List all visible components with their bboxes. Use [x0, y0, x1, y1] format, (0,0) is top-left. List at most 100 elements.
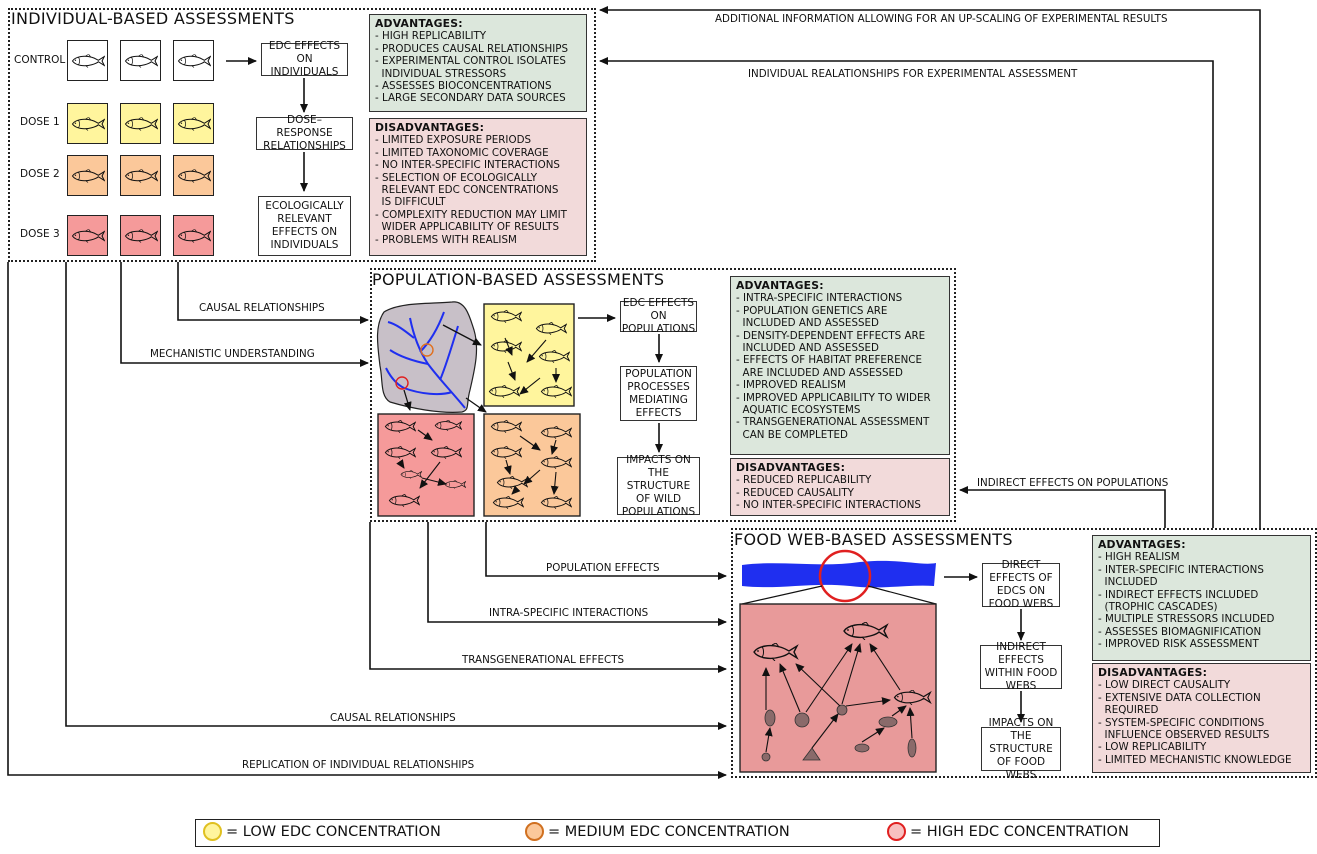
exposure-tank: [67, 215, 108, 256]
disadvantages-heading: DISADVANTAGES:: [375, 121, 485, 134]
advantage-item: - DENSITY-DEPENDENT EFFECTS ARE INCLUDED…: [736, 329, 926, 355]
advantage-item: - INDIRECT EFFECTS INCLUDED (TROPHIC CAS…: [1098, 588, 1259, 614]
row-label-dose2: DOSE 2: [20, 168, 60, 180]
disadvantage-item: - SYSTEM-SPECIFIC CONDITIONS INFLUENCE O…: [1098, 716, 1270, 742]
individual-section: [8, 8, 596, 262]
individual-disadvantages-box: DISADVANTAGES: - LIMITED EXPOSURE PERIOD…: [369, 118, 587, 256]
advantage-item: - HIGH REALISM: [1098, 551, 1180, 564]
population-title: POPULATION-BASED ASSESSMENTS: [372, 270, 665, 289]
advantage-item: - EXPERIMENTAL CONTROL ISOLATES INDIVIDU…: [375, 55, 566, 80]
advantage-item: - EFFECTS OF HABITAT PREFERENCE ARE INCL…: [736, 354, 922, 379]
exposure-tank: [173, 215, 214, 256]
exposure-tank: [120, 103, 161, 144]
advantage-item: - IMPROVED RISK ASSESSMENT: [1098, 638, 1259, 651]
link-label-individual-relationships: INDIVIDUAL REALATIONSHIPS FOR EXPERIMENT…: [748, 68, 1078, 80]
disadvantage-item: - COMPLEXITY REDUCTION MAY LIMIT WIDER A…: [375, 208, 567, 234]
disadvantage-item: - SELECTION OF ECOLOGICALLY RELEVANT EDC…: [375, 171, 559, 209]
foodweb-disadvantages-box: DISADVANTAGES: - LOW DIRECT CAUSALITY- E…: [1092, 663, 1311, 773]
disadvantage-item: - PROBLEMS WITH REALISM: [375, 233, 517, 246]
disadvantage-item: - REDUCED CAUSALITY: [736, 486, 854, 499]
advantage-item: - HIGH REPLICABILITY: [375, 30, 487, 43]
disadvantage-item: - NO INTER-SPECIFIC INTERACTIONS: [375, 159, 560, 172]
tank-medium-population: [483, 413, 581, 517]
individual-title: INDIVIDUAL-BASED ASSESSMENTS: [11, 9, 295, 28]
legend-low-label: = LOW EDC CONCENTRATION: [226, 823, 441, 840]
food-web-tank: [739, 603, 937, 773]
catchment-map: [376, 301, 487, 413]
flow-impacts-wild-populations: IMPACTS ON THE STRUCTURE OF WILD POPULAT…: [617, 454, 700, 518]
disadvantage-item: - LIMITED TAXONOMIC COVERAGE: [375, 146, 549, 159]
flow-edc-effects-individuals: EDC EFFECTS ON INDIVIDUALS: [261, 40, 348, 78]
flow-direct-effects-food-webs: DIRECT EFFECTS OF EDCS ON FOOD WEBS: [982, 559, 1060, 610]
link-label-indirect-pop: INDIRECT EFFECTS ON POPULATIONS: [977, 477, 1169, 489]
flow-dose-response: DOSE–RESPONSE RELATIONSHIPS: [256, 114, 353, 152]
flow-population-processes: POPULATION PROCESSES MEDIATING EFFECTS: [620, 366, 697, 421]
river-strip: [741, 549, 937, 605]
flow-ecologically-relevant: ECOLOGICALLY RELEVANT EFFECTS ON INDIVID…: [258, 196, 351, 256]
exposure-tank: [120, 155, 161, 196]
advantages-heading: ADVANTAGES:: [1098, 538, 1186, 551]
exposure-tank: [67, 40, 108, 81]
advantages-list: - INTRA-SPECIFIC INTERACTIONS- POPULATIO…: [736, 292, 944, 441]
advantages-list: - HIGH REALISM- INTER-SPECIFIC INTERACTI…: [1098, 551, 1305, 650]
link-label-replication: REPLICATION OF INDIVIDUAL RELATIONSHIPS: [242, 759, 475, 771]
advantage-item: - ASSESSES BIOMAGNIFICATION: [1098, 625, 1262, 638]
population-advantages-box: ADVANTAGES: - INTRA-SPECIFIC INTERACTION…: [730, 276, 950, 455]
link-label-causal-relationships-fw: CAUSAL RELATIONSHIPS: [330, 712, 456, 724]
exposure-tank: [173, 155, 214, 196]
tank-high-population: [377, 413, 475, 517]
disadvantage-item: - EXTENSIVE DATA COLLECTION REQUIRED: [1098, 691, 1261, 717]
disadvantages-heading: DISADVANTAGES:: [736, 461, 846, 474]
legend-high-label: = HIGH EDC CONCENTRATION: [910, 823, 1129, 840]
legend-low: = LOW EDC CONCENTRATION: [203, 822, 441, 841]
link-label-upscaling: ADDITIONAL INFORMATION ALLOWING FOR AN U…: [715, 13, 1168, 25]
legend-medium-label: = MEDIUM EDC CONCENTRATION: [548, 823, 790, 840]
advantage-item: - LARGE SECONDARY DATA SOURCES: [375, 92, 566, 105]
foodweb-section: [731, 528, 1317, 778]
link-label-transgenerational: TRANSGENERATIONAL EFFECTS: [462, 654, 625, 666]
exposure-tank: [173, 40, 214, 81]
row-label-control: CONTROL: [14, 54, 66, 66]
disadvantages-list: - LOW DIRECT CAUSALITY- EXTENSIVE DATA C…: [1098, 679, 1305, 766]
low-concentration-circle-icon: [203, 822, 222, 841]
advantage-item: - POPULATION GENETICS ARE INCLUDED AND A…: [736, 304, 888, 330]
link-label-intra-specific: INTRA-SPECIFIC INTERACTIONS: [489, 607, 649, 619]
advantage-item: - INTER-SPECIFIC INTERACTIONS INCLUDED: [1098, 563, 1264, 589]
foodweb-title: FOOD WEB-BASED ASSESSMENTS: [734, 530, 1013, 549]
advantage-item: - TRANSGENERATIONAL ASSESSMENT CAN BE CO…: [736, 416, 930, 441]
foodweb-advantages-box: ADVANTAGES: - HIGH REALISM- INTER-SPECIF…: [1092, 535, 1311, 661]
advantages-list: - HIGH REPLICABILITY- PRODUCES CAUSAL RE…: [375, 30, 581, 104]
advantages-heading: ADVANTAGES:: [736, 279, 824, 292]
advantage-item: - INTRA-SPECIFIC INTERACTIONS: [736, 292, 903, 305]
disadvantage-item: - LOW DIRECT CAUSALITY: [1098, 679, 1231, 692]
disadvantages-list: - REDUCED REPLICABILITY- REDUCED CAUSALI…: [736, 474, 944, 511]
link-label-causal-relationships-pop: CAUSAL RELATIONSHIPS: [199, 302, 325, 314]
legend: [195, 819, 1160, 847]
link-label-mechanistic: MECHANISTIC UNDERSTANDING: [150, 348, 315, 360]
flow-indirect-effects-food-webs: INDIRECT EFFECTS WITHIN FOOD WEBS: [980, 641, 1062, 692]
legend-high: = HIGH EDC CONCENTRATION: [887, 822, 1129, 841]
disadvantage-item: - LIMITED MECHANISTIC KNOWLEDGE: [1098, 753, 1292, 766]
medium-concentration-circle-icon: [525, 822, 544, 841]
exposure-tank: [67, 103, 108, 144]
legend-medium: = MEDIUM EDC CONCENTRATION: [525, 822, 790, 841]
advantage-item: - PRODUCES CAUSAL RELATIONSHIPS: [375, 42, 569, 55]
individual-advantages-box: ADVANTAGES: - HIGH REPLICABILITY- PRODUC…: [369, 14, 587, 112]
advantage-item: - ASSESSES BIOCONCENTRATIONS: [375, 80, 552, 93]
advantages-heading: ADVANTAGES:: [375, 17, 463, 30]
disadvantage-item: - LIMITED EXPOSURE PERIODS: [375, 134, 532, 147]
disadvantage-item: - REDUCED REPLICABILITY: [736, 474, 872, 487]
exposure-tank: [173, 103, 214, 144]
row-label-dose1: DOSE 1: [20, 116, 60, 128]
advantage-item: - IMPROVED REALISM: [736, 379, 846, 392]
population-section: [370, 268, 956, 522]
link-label-population-effects: POPULATION EFFECTS: [546, 562, 660, 574]
exposure-tank: [120, 40, 161, 81]
advantage-item: - MULTIPLE STRESSORS INCLUDED: [1098, 613, 1275, 626]
disadvantage-item: - LOW REPLICABILITY: [1098, 741, 1207, 754]
high-concentration-circle-icon: [887, 822, 906, 841]
exposure-tank: [67, 155, 108, 196]
disadvantages-heading: DISADVANTAGES:: [1098, 666, 1208, 679]
advantage-item: - IMPROVED APPLICABILITY TO WIDER AQUATI…: [736, 391, 931, 417]
disadvantage-item: - NO INTER-SPECIFIC INTERACTIONS: [736, 499, 921, 512]
